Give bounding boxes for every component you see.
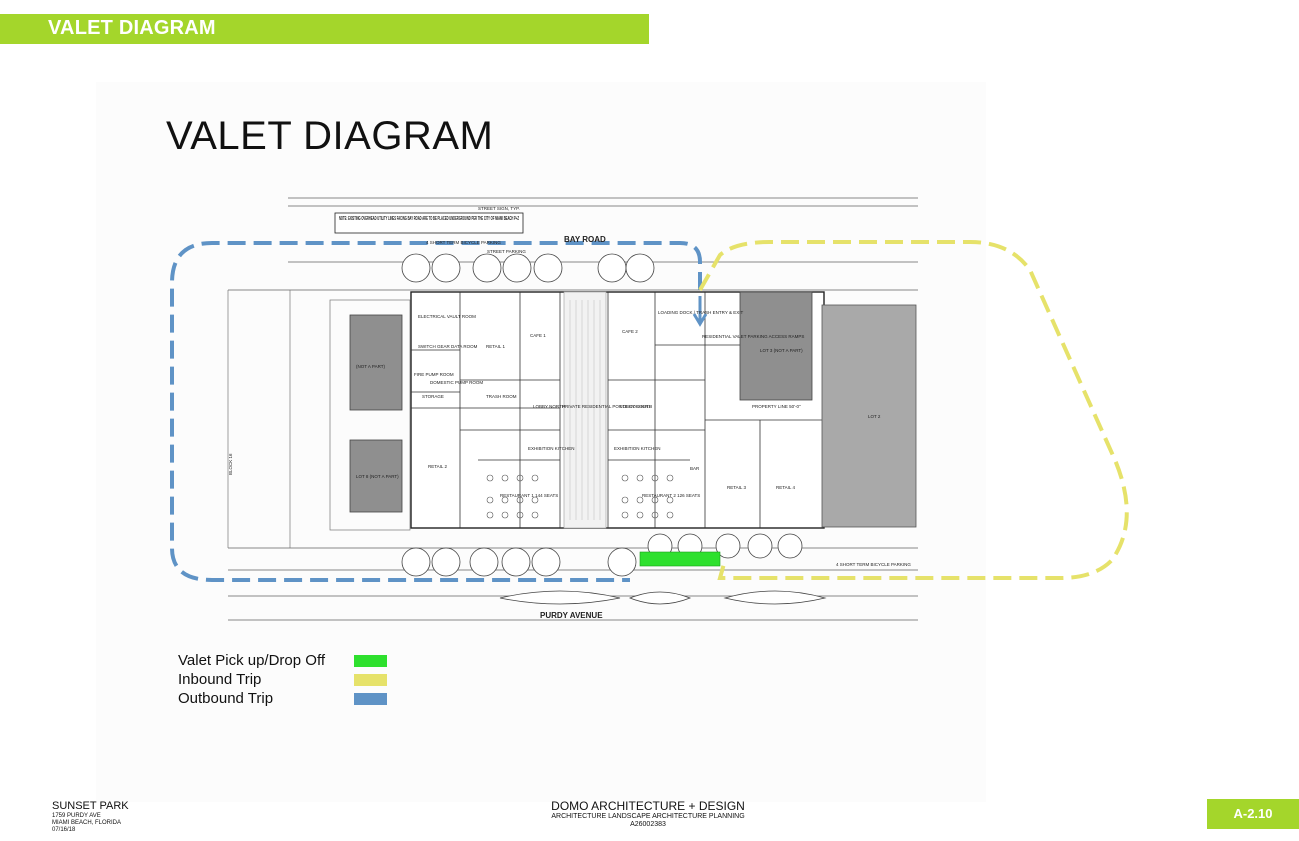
note-box xyxy=(334,212,524,234)
exhibition-kitchen-south-label: EXHIBITION KITCHEN xyxy=(614,446,661,451)
legend-swatch-inbound xyxy=(354,674,387,686)
legend-label-outbound: Outbound Trip xyxy=(178,690,274,707)
ramp-arrow xyxy=(692,296,708,327)
legend: Valet Pick up/Drop Off Inbound Trip Outb… xyxy=(178,652,398,709)
lot-8 xyxy=(349,439,403,513)
purdy-medians xyxy=(499,590,827,605)
sheet-number-badge: A-2.10 xyxy=(1207,799,1299,829)
short-term-bottom-label: 4 SHORT TERM BICYCLE PARKING xyxy=(836,562,911,567)
lobby-south-label: LOBBY SOUTH xyxy=(620,404,652,409)
bay-road-label: BAY ROAD xyxy=(564,235,606,244)
outbound-route xyxy=(170,241,702,582)
lot-north-label: (NOT A PART) xyxy=(356,364,386,369)
legend-item-outbound: Outbound Trip xyxy=(178,690,398,709)
restaurant-2-label: RESTAURANT 2 126 SEATS xyxy=(642,493,700,498)
electrical-room-label: ELECTRICAL VAULT ROOM xyxy=(418,314,476,319)
note-text-line: NOTE: EXISTING OVERHEAD UTILITY LINES FA… xyxy=(339,216,519,222)
legend-item-valet: Valet Pick up/Drop Off xyxy=(178,652,398,671)
lobby-north-label: LOBBY NORTH xyxy=(533,404,565,409)
street-parking-label: STREET PARKING xyxy=(487,249,526,254)
project-address-1: 1759 PURDY AVE xyxy=(52,812,101,819)
legend-swatch-valet xyxy=(354,655,387,667)
storage-label: STORAGE xyxy=(422,394,444,399)
lot-8-label: LOT 8 (NOT A PART) xyxy=(356,474,399,479)
trash-room-label: TRASH ROOM xyxy=(486,394,517,399)
retail-1-label: RETAIL 1 xyxy=(486,344,506,349)
west-parcel-lines xyxy=(227,290,411,548)
switch-gear-label: SWITCH GEAR DATA ROOM xyxy=(418,344,478,349)
porte-cochere-drive xyxy=(563,291,607,529)
short-term-top-label: 4 SHORT TERM BICYCLE PARKING xyxy=(426,240,501,245)
retail-3-label: RETAIL 3 xyxy=(727,485,747,490)
exhibition-kitchen-north-label: EXHIBITION KITCHEN xyxy=(528,446,575,451)
firm-license: A26002383 xyxy=(630,820,666,828)
cafe-1-label: CAFE 1 xyxy=(530,333,546,338)
footer-firm-block: DOMO ARCHITECTURE + DESIGN ARCHITECTURE … xyxy=(498,799,798,829)
inbound-route xyxy=(698,240,1129,580)
lot-not-a-part-north xyxy=(349,314,403,411)
bar-label: BAR xyxy=(690,466,700,471)
purdy-avenue-lines xyxy=(228,547,918,621)
legend-label-valet: Valet Pick up/Drop Off xyxy=(178,652,326,669)
project-address-2: MIAMI BEACH, FLORIDA xyxy=(52,819,122,826)
footer-project-block: SUNSET PARK 1759 PURDY AVE MIAMI BEACH, … xyxy=(52,800,129,834)
project-name: SUNSET PARK xyxy=(52,800,129,812)
legend-swatch-outbound xyxy=(354,693,387,705)
restaurant-seating xyxy=(486,474,674,519)
street-sign-label: STREET SIGN, TYP. xyxy=(478,206,520,211)
block-label: BLOCK 16 xyxy=(228,453,233,475)
retail-2-label: RETAIL 2 xyxy=(428,464,448,469)
fire-pump-label: FIRE PUMP ROOM xyxy=(414,372,454,377)
loading-dock-label: LOADING DOCK / TRASH ENTRY & EXIT xyxy=(658,310,744,315)
project-date: 07/16/18 xyxy=(52,827,76,834)
retail-4-label: RETAIL 4 xyxy=(776,485,796,490)
purdy-avenue-label: PURDY AVENUE xyxy=(540,611,603,620)
header-title: VALET DIAGRAM xyxy=(48,17,216,39)
firm-name: DOMO ARCHITECTURE + DESIGN xyxy=(551,799,745,813)
lot-2 xyxy=(821,304,917,528)
porte-cochere-label: PRIVATE RESIDENTIAL PORTE COCHERE xyxy=(562,404,652,409)
legend-item-inbound: Inbound Trip xyxy=(178,671,398,690)
lot-3 xyxy=(739,291,813,401)
property-line-label: PROPERTY LINE 50'-0" xyxy=(752,404,801,409)
lot-3-label: LOT 3 (NOT A PART) xyxy=(760,348,803,353)
header-bar: VALET DIAGRAM xyxy=(0,14,649,44)
plan-title: VALET DIAGRAM xyxy=(166,114,494,158)
legend-label-inbound: Inbound Trip xyxy=(178,671,262,688)
interior-walls xyxy=(411,292,824,528)
restaurant-1-label: RESTAURANT 1 144 SEATS xyxy=(500,493,558,498)
valet-ramps-label: RESIDENTIAL VALET PARKING ACCESS RAMPS xyxy=(702,334,804,339)
lot-2-label: LOT 2 xyxy=(868,414,881,419)
cafe-2-label: CAFE 2 xyxy=(622,329,638,334)
valet-pickup-zone xyxy=(639,551,721,567)
firm-services: ARCHITECTURE LANDSCAPE ARCHITECTURE PLAN… xyxy=(551,813,745,821)
domestic-pump-label: DOMESTIC PUMP ROOM xyxy=(430,380,483,385)
